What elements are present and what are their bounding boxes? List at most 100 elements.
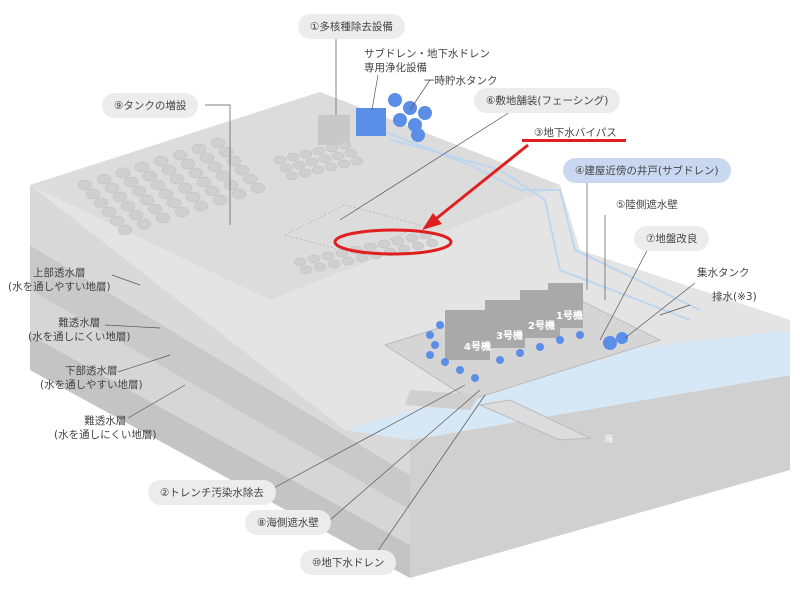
tank — [109, 215, 125, 227]
leader-lines — [104, 38, 696, 556]
well — [426, 351, 434, 359]
tank — [299, 265, 313, 275]
tank — [286, 152, 300, 162]
sea-label: 海 — [604, 435, 614, 445]
tank — [112, 191, 128, 203]
tank — [104, 182, 120, 194]
facing-mesh — [284, 204, 421, 256]
layer-desc: (水を通しやすい地層) — [40, 379, 143, 391]
tank — [405, 233, 419, 243]
tank — [139, 194, 155, 206]
bypass-pipe — [379, 129, 701, 311]
tank — [411, 241, 425, 251]
tank — [120, 200, 136, 212]
collection-tank-icon — [616, 332, 628, 344]
well — [431, 341, 439, 349]
label-sea-wall: ⑧海側遮水壁 — [245, 510, 331, 535]
tank — [85, 188, 101, 200]
layer-label: 上部透水層(水を通しやすい地層) — [8, 266, 111, 294]
tank — [292, 160, 306, 170]
tank — [327, 259, 341, 269]
label-facing: ⑥敷地舗装(フェーシング) — [474, 88, 621, 113]
tank — [199, 152, 215, 164]
tank — [207, 161, 223, 173]
label-ground-improvement: ⑦地盤改良 — [634, 226, 710, 251]
tank — [215, 170, 231, 182]
bypass-pipe-2 — [389, 139, 691, 321]
tank — [293, 257, 307, 267]
unit-1-label: 1号機 — [556, 311, 583, 322]
layer-name: 上部透水層 — [33, 267, 86, 279]
tank — [391, 236, 405, 246]
sea-wall — [405, 390, 480, 410]
tank — [196, 176, 212, 188]
pier — [478, 399, 592, 441]
layer-desc: (水を通しにくい地層) — [28, 331, 131, 343]
tank — [136, 218, 152, 230]
label-purification-line-2: 専用浄化設備 — [364, 62, 427, 74]
tank — [193, 200, 209, 212]
layer-label: 下部透水層(水を通しやすい地層) — [40, 364, 143, 392]
tank — [180, 158, 196, 170]
tank — [210, 137, 226, 149]
well — [576, 331, 584, 339]
tank — [325, 143, 339, 153]
tank — [273, 155, 287, 165]
tank — [174, 206, 190, 218]
subdrain-wells — [426, 321, 584, 382]
tank — [285, 171, 299, 181]
tank — [150, 179, 166, 191]
layer-name: 難透水層 — [58, 317, 101, 329]
tank — [147, 203, 163, 215]
alps-building — [318, 115, 350, 145]
well — [516, 349, 524, 357]
tank — [341, 256, 355, 266]
label-land-wall: ⑤陸側遮水壁 — [616, 199, 678, 211]
label-tank-expansion: ⑨タンクの増設 — [102, 93, 199, 118]
sea-area — [345, 330, 790, 440]
label-trench: ②トレンチ汚染水除去 — [148, 480, 276, 505]
tank — [338, 140, 352, 150]
tank — [204, 185, 220, 197]
label-groundwater-drain: ⑩地下水ドレン — [300, 550, 397, 575]
tank — [397, 244, 411, 254]
purification-building — [356, 108, 386, 136]
tank — [350, 156, 364, 166]
tank — [313, 262, 327, 272]
layer-label: 難透水層 (水を通しにくい地層) — [28, 316, 130, 344]
label-subdrain: ④建屋近傍の井戸(サブドレン) — [563, 158, 731, 183]
label-collection-tank: 集水タンク — [697, 267, 750, 279]
tank — [117, 224, 133, 236]
tank — [305, 157, 319, 167]
tank — [311, 165, 325, 175]
tank — [299, 149, 313, 159]
well — [536, 343, 544, 351]
tank — [337, 159, 351, 169]
layer-impermeable-1 — [30, 245, 410, 510]
tank — [177, 182, 193, 194]
tank — [155, 212, 171, 224]
unit-2-label: 2号機 — [528, 321, 555, 332]
label-purification-line-1: サブドレン・地下水ドレン — [364, 48, 490, 60]
reactor-buildings — [445, 283, 583, 360]
label-drainage: 排水(※3) — [712, 291, 757, 303]
label-temp-tank: 一時貯水タンク — [424, 75, 498, 87]
tank — [279, 163, 293, 173]
label-purification: サブドレン・地下水ドレン専用浄化設備 — [364, 47, 490, 75]
highlight-ellipse — [333, 228, 453, 256]
tank — [128, 209, 144, 221]
tank — [115, 167, 131, 179]
tank — [212, 194, 228, 206]
tank — [231, 188, 247, 200]
well — [556, 336, 564, 344]
tank — [223, 179, 239, 191]
tank — [324, 162, 338, 172]
tank — [158, 188, 174, 200]
upper-plateau — [30, 92, 560, 300]
tank — [218, 146, 234, 158]
tank — [101, 206, 117, 218]
storage-tanks — [77, 137, 439, 275]
front-right-face — [410, 375, 790, 578]
tank — [185, 191, 201, 203]
